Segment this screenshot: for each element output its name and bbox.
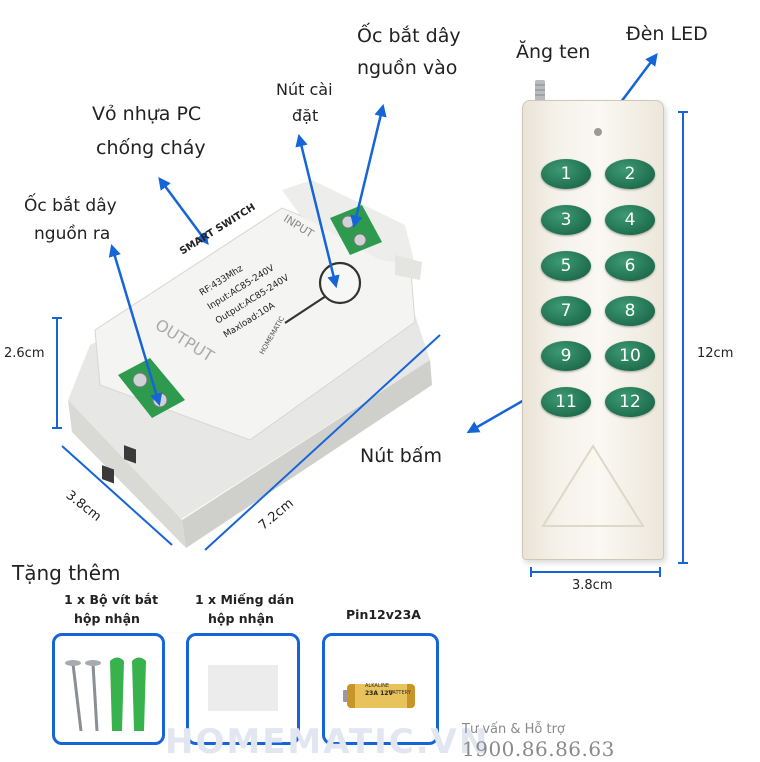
label-nut-cai-dat-line1: Nút cài [276, 80, 333, 99]
length-dim-line [204, 334, 441, 551]
hotline-number: 1900.86.86.63 [462, 737, 615, 761]
screw-and-anchor-icon [65, 657, 146, 732]
dim-remote-height: 12cm [697, 346, 734, 361]
remote-button-3[interactable]: 3 [541, 205, 591, 235]
remote-button-8[interactable]: 8 [605, 296, 655, 326]
remote-button-11[interactable]: 11 [541, 387, 591, 417]
label-nut-bam: Nút bấm [360, 445, 442, 467]
gift-sticker-label-line2: hộp nhận [208, 611, 274, 626]
remote-button-5[interactable]: 5 [541, 251, 591, 281]
watermark-brand: HOMEMATIC.VN [165, 722, 490, 762]
width-dim-line [61, 445, 173, 546]
gift-sticker-box [186, 633, 300, 745]
remote-triangle-mark [541, 444, 645, 527]
led-indicator [594, 128, 602, 136]
gifts-title: Tặng thêm [12, 561, 121, 585]
gift-sticker-label-line1: 1 x Miếng dán [195, 592, 295, 607]
antenna-icon [535, 80, 545, 104]
arrow-oc-vao [350, 103, 387, 229]
gift-battery-box: ALKALINE 23A 12V BATTERY [322, 633, 439, 745]
dim-remote-width: 3.8cm [572, 578, 613, 593]
mount-slot-left [102, 465, 114, 484]
hotline-label: Tư vấn & Hỗ trợ [462, 722, 565, 737]
battery-text-3: BATTERY [389, 690, 411, 696]
gift-screws-label-line2: hộp nhận [74, 611, 140, 626]
dim-height: 2.6cm [4, 346, 45, 361]
arrow-vo-nhua [158, 176, 209, 246]
remote-button-9[interactable]: 9 [541, 341, 591, 371]
battery-text-2: 23A 12V [365, 690, 394, 697]
remote-button-6[interactable]: 6 [605, 251, 655, 281]
battery-text-1: ALKALINE [365, 683, 389, 689]
label-oc-vao-line2: nguồn vào [357, 57, 458, 79]
label-oc-ra-line1: Ốc bắt dây [24, 196, 117, 216]
remote-button-7[interactable]: 7 [541, 296, 591, 326]
remote-button-10[interactable]: 10 [605, 341, 655, 371]
remote-button-12[interactable]: 12 [605, 387, 655, 417]
label-vo-nhua-line2: chống cháy [96, 137, 206, 159]
arrow-oc-ra [108, 244, 163, 406]
label-oc-vao-line1: Ốc bắt dây [357, 25, 461, 47]
sticker-icon [208, 665, 278, 711]
remote-button-1[interactable]: 1 [541, 159, 591, 189]
remote-button-4[interactable]: 4 [605, 205, 655, 235]
remote-button-2[interactable]: 2 [605, 159, 655, 189]
gift-screws-label-line1: 1 x Bộ vít bắt [64, 592, 159, 607]
label-nut-cai-dat-line2: đặt [292, 106, 319, 125]
arrow-nut-cai-dat [295, 133, 340, 289]
label-vo-nhua-line1: Vỏ nhựa PC [92, 103, 202, 125]
gift-screws-box [52, 633, 165, 745]
label-den-led: Đèn LED [626, 23, 708, 45]
receiver-front-face [68, 400, 186, 548]
mount-slot-right [124, 445, 136, 464]
gift-battery-label: Pin12v23A [346, 607, 421, 622]
battery-icon [343, 684, 415, 708]
label-oc-ra-line2: nguồn ra [34, 224, 111, 244]
label-ang-ten: Ăng ten [516, 41, 591, 63]
